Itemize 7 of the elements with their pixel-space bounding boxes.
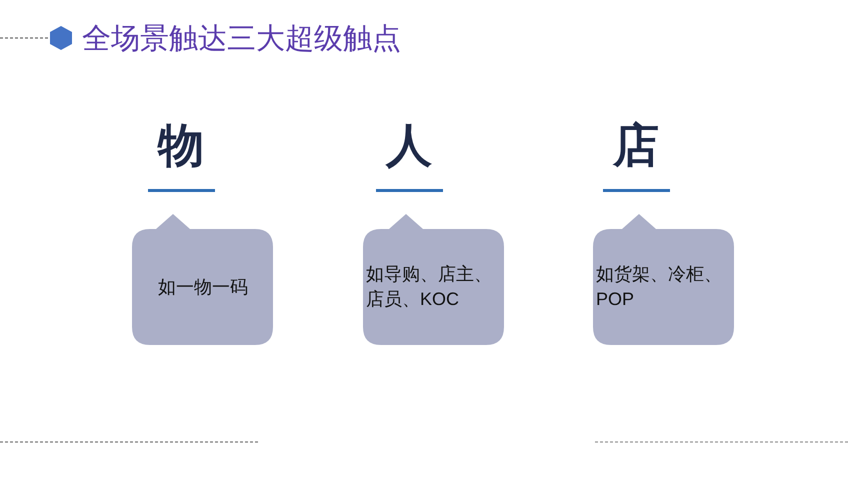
slide-title: 全场景触达三大超级触点 bbox=[82, 20, 401, 57]
heading-text: 人 bbox=[386, 118, 432, 172]
callout-text: 如货架、冷柜、POP bbox=[596, 263, 723, 311]
heading-text: 物 bbox=[158, 118, 204, 172]
callout-text: 如一物一码 bbox=[158, 276, 248, 298]
heading-text: 店 bbox=[613, 118, 659, 172]
callout-text: 如导购、店主、店员、KOC bbox=[366, 263, 493, 311]
